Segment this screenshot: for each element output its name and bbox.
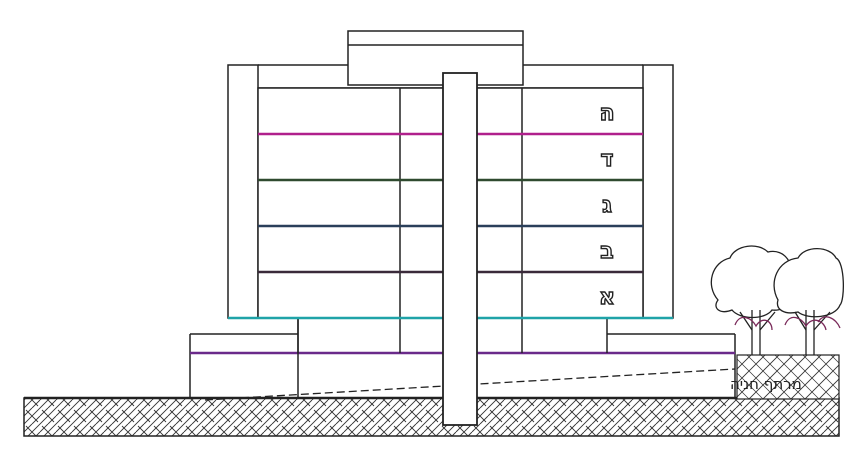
raised-ground-block [736, 354, 840, 400]
floor-label: ה [599, 101, 614, 126]
floor-label: ד [601, 147, 614, 172]
ground-strip [23, 397, 840, 437]
basement-label: מרתף חניה [730, 375, 802, 393]
floor-label: ב [600, 239, 613, 264]
trees [710, 245, 844, 355]
shrubs [734, 316, 841, 331]
roof-top-block [347, 30, 524, 86]
floor-label: ג [602, 193, 612, 218]
floor-label: א [599, 285, 615, 310]
floor-labels: ה ד ג ב א [598, 100, 615, 310]
right-shear-wall [642, 64, 674, 319]
left-shear-wall [227, 64, 259, 319]
central-core-column [442, 72, 478, 426]
tree-icon [773, 247, 844, 355]
ground-section [23, 354, 840, 437]
